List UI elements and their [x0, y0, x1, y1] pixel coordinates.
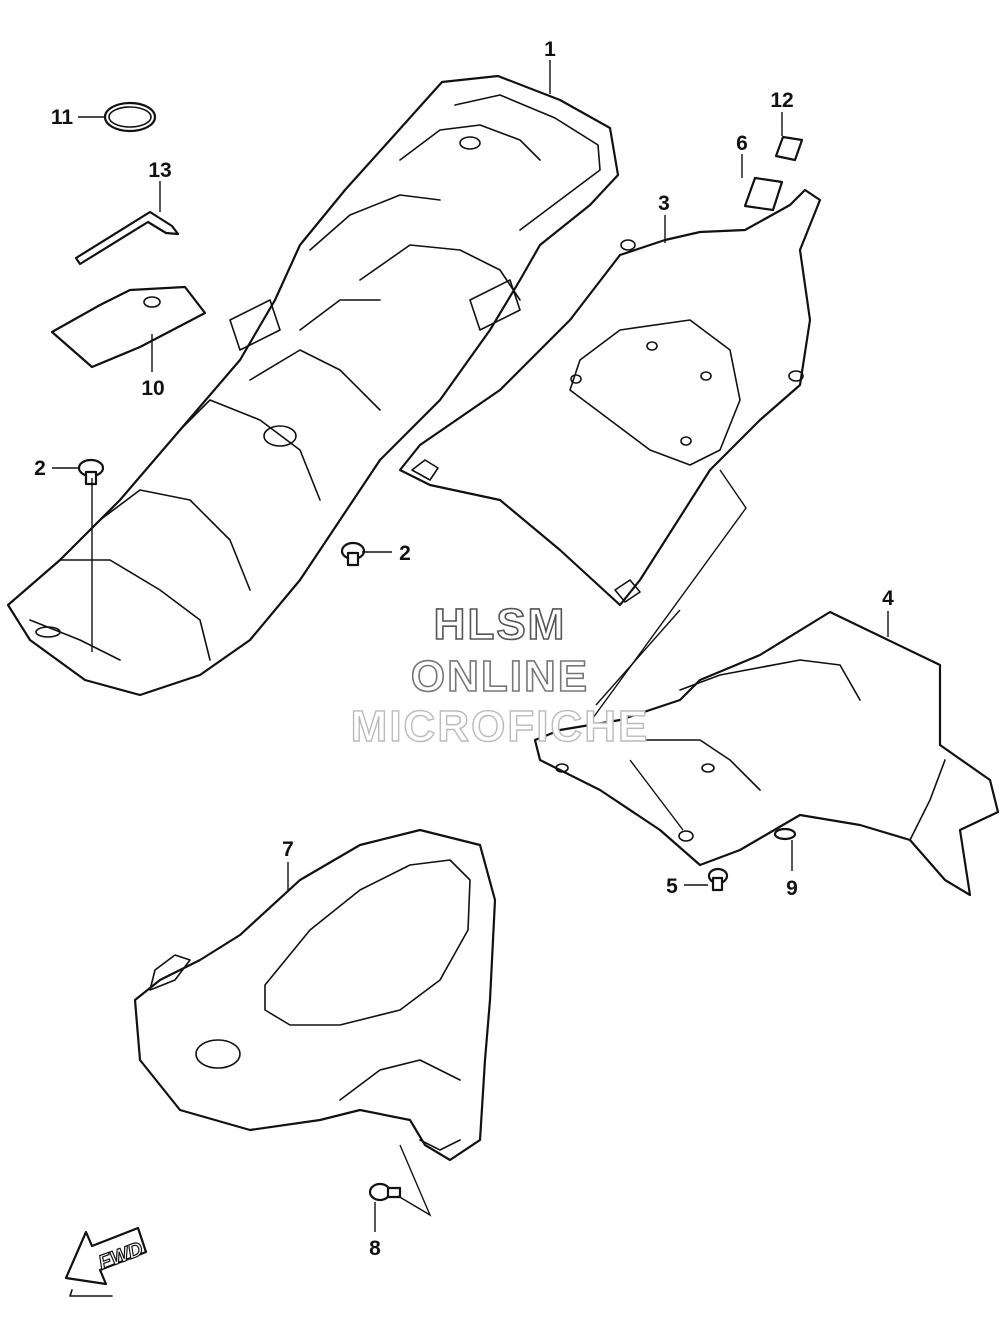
callout-5: 5 — [666, 875, 678, 898]
part-5-bolt — [707, 867, 729, 892]
callout-13: 13 — [148, 159, 171, 182]
callout-labels: 1 11 13 10 2 2 3 6 12 4 5 9 7 8 — [34, 38, 894, 1260]
callout-3: 3 — [658, 192, 670, 215]
callout-2-right: 2 — [399, 542, 411, 565]
part-1-rear-fender-tray — [6, 74, 620, 697]
part-7-front-fender — [133, 828, 497, 1162]
fwd-badge: FWD — [64, 1226, 148, 1297]
callout-9: 9 — [786, 877, 798, 900]
part-2-bolt-right — [340, 541, 366, 567]
part-3-inner-panel — [398, 188, 822, 607]
watermark-line-2: ONLINE — [410, 651, 590, 702]
part-8-bolt — [368, 1182, 402, 1202]
watermark-line-3: MICROFICHE — [350, 701, 650, 751]
part-11-o-ring — [103, 101, 157, 133]
callout-11: 11 — [51, 106, 74, 129]
part-6-pad — [743, 176, 784, 212]
part-12-small-pad — [774, 135, 804, 162]
part-13-hex-wrench — [74, 210, 180, 266]
watermark-line-1: HLSM — [433, 599, 567, 650]
callout-1: 1 — [544, 38, 556, 61]
callout-6: 6 — [736, 132, 748, 155]
callout-8: 8 — [369, 1237, 381, 1260]
callout-7: 7 — [282, 838, 294, 861]
part-4-rear-mudguard — [533, 610, 1000, 897]
part-10-pouch — [50, 285, 207, 369]
part-9-washer — [773, 827, 797, 841]
part-2-bolt-left — [77, 458, 105, 486]
callout-2-left: 2 — [34, 457, 46, 480]
callout-12: 12 — [770, 89, 793, 112]
leader-lines — [52, 60, 889, 1232]
callout-10: 10 — [141, 377, 164, 400]
callout-4: 4 — [882, 587, 894, 610]
